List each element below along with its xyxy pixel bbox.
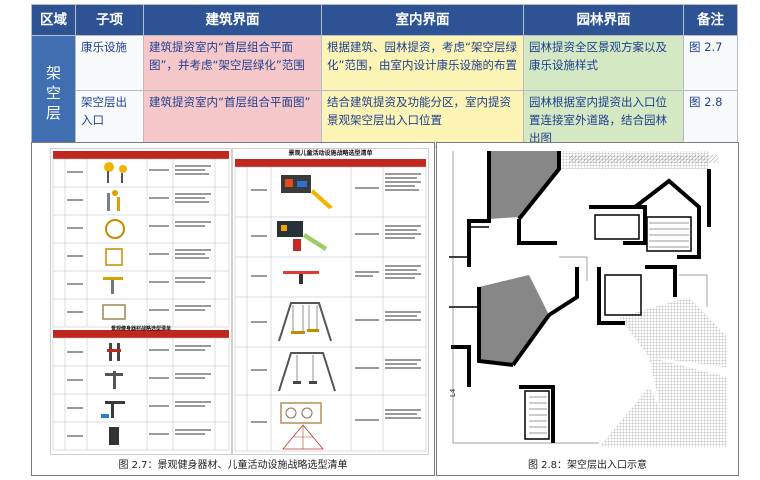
header-area: 区域 — [31, 4, 76, 36]
architecture-cell: 建筑提资室内“首层组合平面图”，并考虑“架空层绿化”范围 — [143, 35, 322, 91]
header-architecture: 建筑界面 — [143, 4, 322, 36]
children-play-sheet: 景观儿童活动设施战略选型清单 — [232, 148, 429, 455]
item-cell: 康乐设施 — [75, 35, 144, 91]
table-row: 架空层出入口 建筑提资室内“首层组合平面图” 结合建筑提资及功能分区，室内提资景… — [32, 90, 738, 148]
architecture-cell: 建筑提资室内“首层组合平面图” — [143, 90, 322, 148]
note-cell: 图 2.8 — [683, 90, 738, 148]
table-row: 架空层 康乐设施 建筑提资室内“首层组合平面图”，并考虑“架空层绿化”范围 根据… — [31, 35, 738, 148]
fitness-sheet-subtitle: 景观健身器材战略选型清单 — [110, 326, 171, 332]
area-cell: 架空层 — [31, 35, 76, 148]
table-header-row: 区域 子项 建筑界面 室内界面 园林界面 备注 — [31, 4, 738, 36]
interior-cell: 结合建筑提资及功能分区，室内提资景观架空层出入口位置 — [321, 90, 524, 148]
note-cell: 图 2.7 — [683, 35, 738, 91]
figure-entrance-plan: L4 图 2.8：架空层出入口示意 — [436, 142, 739, 476]
landscape-cell: 园林根据室内提资出入口位置连接室外道路，结合园林出图 — [523, 90, 684, 148]
fitness-catalog-thumbnail — [52, 151, 230, 451]
plan-axis-mark: L4 — [449, 388, 457, 397]
figure-2-8-caption: 图 2.8：架空层出入口示意 — [527, 460, 648, 471]
header-note: 备注 — [683, 4, 738, 36]
interior-cell: 根据建筑、园林提资，考虑“架空层绿化”范围，由室内设计康乐设施的布置 — [321, 35, 524, 91]
header-interior: 室内界面 — [321, 4, 524, 36]
item-cell: 架空层出入口 — [75, 90, 144, 148]
figure-2-7-caption: 图 2.7：景观健身器材、儿童活动设施战略选型清单 — [118, 460, 348, 471]
fitness-equipment-sheet: 景观健身器材战略选型清单 — [50, 148, 232, 455]
header-item: 子项 — [75, 4, 144, 36]
play-catalog-thumbnail — [234, 159, 427, 452]
pilotis-floor-plan-drawing: L4 — [449, 151, 727, 447]
figure-equipment-catalog: 景观健身器材战略选型清单 景观儿童活动设施战略选型清单 — [31, 142, 435, 476]
play-sheet-title: 景观儿童活动设施战略选型清单 — [288, 150, 373, 157]
header-landscape: 园林界面 — [523, 4, 684, 36]
landscape-cell: 园林提资全区景观方案以及康乐设施样式 — [523, 35, 684, 91]
interface-table: 区域 子项 建筑界面 室内界面 园林界面 备注 架空层 康乐设施 建筑提资室内“… — [31, 4, 738, 148]
